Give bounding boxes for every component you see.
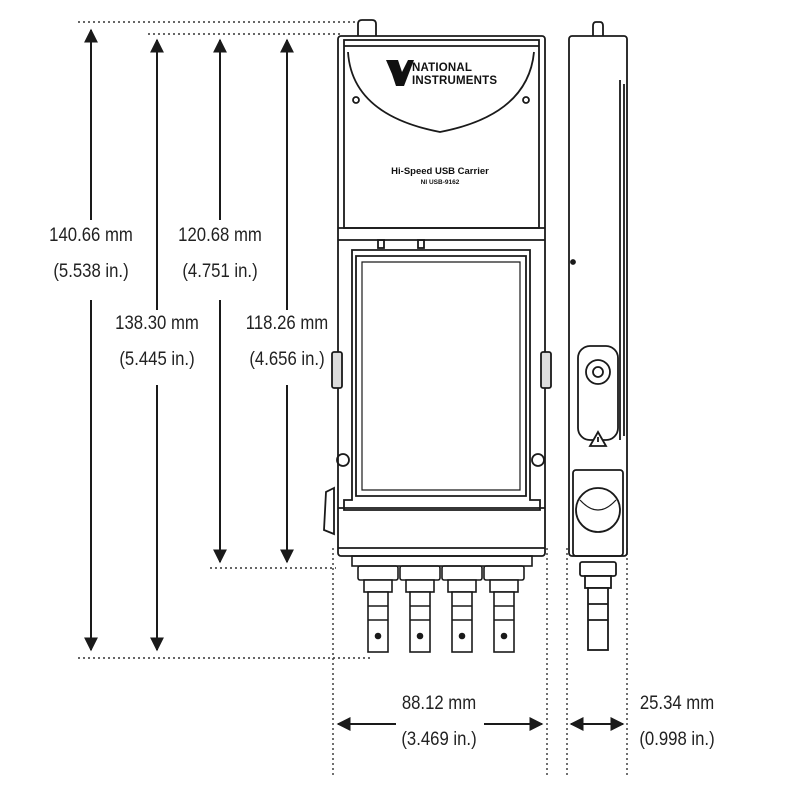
bnc-connector-3	[441, 565, 483, 653]
depth-in: (0.998 in.)	[639, 729, 715, 750]
depth-mm: 25.34 mm	[639, 693, 715, 714]
device-model: NI USB-9162	[420, 179, 460, 186]
label-width: 88.12 mm (3.469 in.)	[392, 686, 485, 758]
brand-line-2: INSTRUMENTS	[412, 75, 498, 87]
side-view	[568, 21, 628, 651]
device-title: Hi-Speed USB Carrier	[391, 166, 489, 177]
side-bnc-connector	[579, 561, 617, 651]
ni-logo-mark	[386, 60, 414, 86]
label-overall-height-front: 140.66 mm (5.538 in.)	[44, 218, 137, 290]
bnc-connectors	[351, 555, 533, 653]
side-knob	[323, 486, 335, 536]
label-body-height: 120.68 mm (4.751 in.)	[173, 218, 266, 290]
overall-height-mm: 138.30 mm	[115, 313, 199, 334]
enclosure-height-in: (4.656 in.)	[249, 349, 325, 370]
side-top-tab	[592, 21, 604, 36]
label-overall-height: 138.30 mm (5.445 in.)	[110, 306, 203, 378]
front-view	[323, 19, 552, 557]
extension-lines	[78, 21, 628, 775]
overall-height-in: (5.445 in.)	[119, 349, 195, 370]
top-tab	[357, 19, 377, 36]
bnc-connector-2	[399, 565, 441, 653]
width-mm: 88.12 mm	[401, 693, 477, 714]
bnc-connector-1	[357, 565, 399, 653]
brand-line-1: NATIONAL	[412, 62, 473, 74]
logo-arc	[347, 51, 535, 133]
label-enclosure-height: 118.26 mm (4.656 in.)	[240, 306, 333, 378]
brand-logo-text: NATIONAL INSTRUMENTS	[412, 62, 497, 88]
side-body	[568, 35, 628, 557]
label-depth: 25.34 mm (0.998 in.)	[630, 686, 723, 758]
carrier-body	[337, 35, 546, 557]
width-in: (3.469 in.)	[401, 729, 477, 750]
dimension-arrows	[84, 28, 625, 731]
left-latch	[331, 351, 343, 389]
device-label: Hi-Speed USB Carrier NI USB-9162	[370, 166, 510, 186]
module-bay	[343, 249, 541, 511]
right-latch	[540, 351, 552, 389]
body-height-mm: 120.68 mm	[178, 225, 262, 246]
bnc-connector-4	[483, 565, 525, 653]
overall-height-front-in: (5.538 in.)	[53, 261, 129, 282]
overall-height-front-mm: 140.66 mm	[49, 225, 133, 246]
body-height-in: (4.751 in.)	[182, 261, 258, 282]
enclosure-height-mm: 118.26 mm	[245, 313, 329, 334]
usb-port-icon	[585, 359, 611, 385]
